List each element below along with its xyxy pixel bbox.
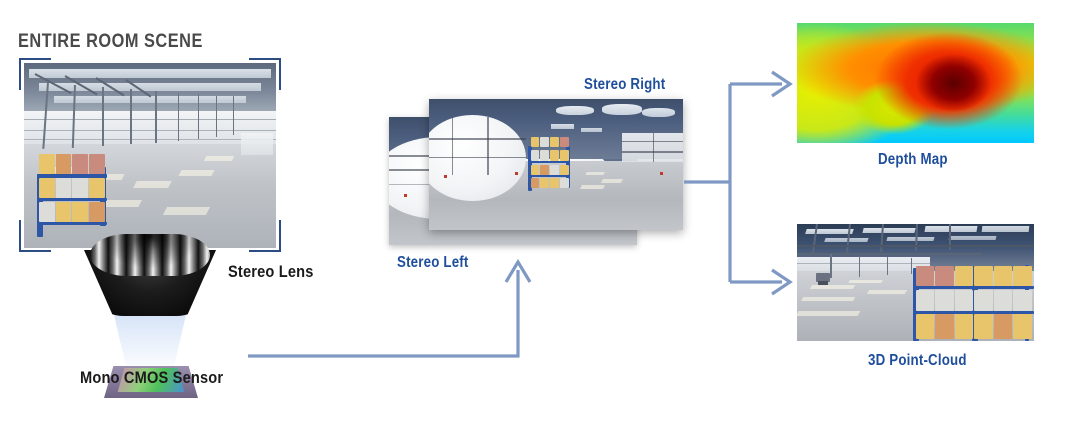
corner-bracket-top-right <box>249 58 281 90</box>
connector-sensor-to-stereo <box>248 270 520 358</box>
camera-assembly <box>62 232 238 398</box>
page-title: ENTIRE ROOM SCENE <box>18 31 203 52</box>
depth-map-label: Depth Map <box>878 151 948 168</box>
corner-bracket-top-left <box>19 58 51 90</box>
arrow-up-icon-stereo <box>504 258 532 283</box>
stereo-left-label: Stereo Left <box>397 254 469 271</box>
stereo-lens-top-icon <box>90 234 210 276</box>
stereo-right-image <box>429 99 683 230</box>
mono-cmos-sensor-label: Mono CMOS Sensor <box>80 368 224 387</box>
depth-map-image <box>797 23 1034 143</box>
room-scene-frame <box>19 58 281 252</box>
room-scene-image <box>24 63 276 248</box>
corner-bracket-bottom-right <box>249 220 281 252</box>
point-cloud-label: 3D Point-Cloud <box>868 352 967 369</box>
sensor-die <box>117 368 185 392</box>
cmos-sensor-icon <box>104 356 198 400</box>
arrow-right-icon-pointcloud <box>771 268 793 296</box>
corner-bracket-bottom-left <box>19 220 51 252</box>
stereo-right-label: Stereo Right <box>584 76 666 93</box>
arrow-right-icon-depth <box>771 70 793 98</box>
point-cloud-image <box>797 224 1034 341</box>
stereo-lens-label: Stereo Lens <box>228 262 314 281</box>
